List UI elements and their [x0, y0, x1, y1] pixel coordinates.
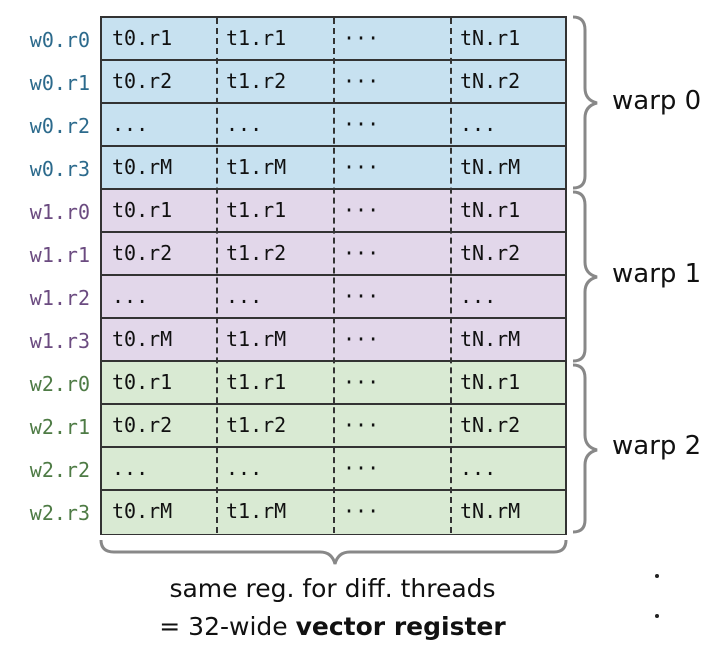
row-label-w0-r3: w0.r3: [29, 157, 90, 181]
table-cell: t1.r1: [226, 26, 287, 50]
table-cell: tN.rM: [460, 155, 521, 179]
warp-0-brace: [572, 15, 598, 190]
table-cell: ...: [226, 112, 263, 136]
table-cell: tN.r2: [460, 69, 521, 93]
table-cell: ...: [460, 112, 497, 136]
table-cell: tN.rM: [460, 327, 521, 351]
row-label-w1-r2: w1.r2: [29, 286, 90, 310]
table-cell: ···: [343, 155, 380, 179]
table-cell: tN.r1: [460, 198, 521, 222]
table-cell: ···: [343, 69, 380, 93]
table-cell: ...: [112, 112, 149, 136]
warp-1-label: warp 1: [612, 259, 702, 289]
table-cell: ···: [343, 241, 380, 265]
table-cell: t1.rM: [226, 327, 287, 351]
table-cell: ···: [343, 370, 380, 394]
table-cell: t0.r2: [112, 413, 173, 437]
table-cell: ···: [343, 499, 380, 523]
table-cell: ...: [112, 456, 149, 480]
table-cell: tN.rM: [460, 499, 521, 523]
table-cell: t0.r1: [112, 370, 173, 394]
ellipsis-dot: [655, 614, 659, 618]
row-label-w0-r0: w0.r0: [29, 28, 90, 52]
table-cell: ...: [226, 456, 263, 480]
warp-0-label: warp 0: [612, 86, 702, 116]
table-cell: t0.rM: [112, 499, 173, 523]
table-cell: ···: [343, 413, 380, 437]
warp-2-label: warp 2: [612, 431, 702, 461]
register-table: t0.r1 t1.r1 ··· tN.r1 t0.r2 t1.r2 ··· tN…: [100, 16, 567, 535]
caption-line-2-bold: vector register: [295, 612, 506, 641]
row-label-w0-r2: w0.r2: [29, 114, 90, 138]
row-label-w1-r3: w1.r3: [29, 329, 90, 353]
table-cell: ···: [343, 198, 380, 222]
table-cell: ···: [343, 26, 380, 50]
warp-1-brace: [572, 190, 598, 363]
row-label-w0-r1: w0.r1: [29, 71, 90, 95]
table-cell: t1.r1: [226, 198, 287, 222]
table-cell: ...: [112, 284, 149, 308]
table-cell: ...: [460, 284, 497, 308]
row-label-w1-r1: w1.r1: [29, 243, 90, 267]
table-cell: ···: [343, 327, 380, 351]
warp-2-brace: [572, 363, 598, 534]
ellipsis-dot: [655, 574, 659, 578]
table-cell: ···: [343, 456, 380, 480]
caption-line-2-prefix: = 32-wide: [159, 612, 296, 641]
table-cell: ...: [460, 456, 497, 480]
table-cell: t0.r1: [112, 198, 173, 222]
table-cell: t1.rM: [226, 499, 287, 523]
table-cell: tN.r1: [460, 370, 521, 394]
table-cell: tN.r1: [460, 26, 521, 50]
caption-line-2: = 32-wide vector register: [100, 612, 565, 641]
table-cell: ...: [226, 284, 263, 308]
table-cell: t1.rM: [226, 155, 287, 179]
table-cell: ···: [343, 112, 380, 136]
caption-line-1: same reg. for diff. threads: [169, 574, 496, 603]
row-label-w2-r2: w2.r2: [29, 458, 90, 482]
table-cell: t1.r1: [226, 370, 287, 394]
column-separator: [216, 18, 218, 533]
table-cell: tN.r2: [460, 413, 521, 437]
row-label-w2-r0: w2.r0: [29, 372, 90, 396]
table-cell: t0.r2: [112, 241, 173, 265]
bottom-brace: [99, 539, 568, 565]
table-cell: ···: [343, 284, 380, 308]
row-label-w2-r1: w2.r1: [29, 415, 90, 439]
table-cell: t0.rM: [112, 155, 173, 179]
table-cell: t0.r1: [112, 26, 173, 50]
table-cell: t0.r2: [112, 69, 173, 93]
column-separator: [333, 18, 335, 533]
table-cell: tN.r2: [460, 241, 521, 265]
row-label-w2-r3: w2.r3: [29, 501, 90, 525]
column-separator: [450, 18, 452, 533]
table-cell: t1.r2: [226, 413, 287, 437]
table-cell: t1.r2: [226, 241, 287, 265]
row-label-w1-r0: w1.r0: [29, 200, 90, 224]
table-cell: t0.rM: [112, 327, 173, 351]
table-cell: t1.r2: [226, 69, 287, 93]
